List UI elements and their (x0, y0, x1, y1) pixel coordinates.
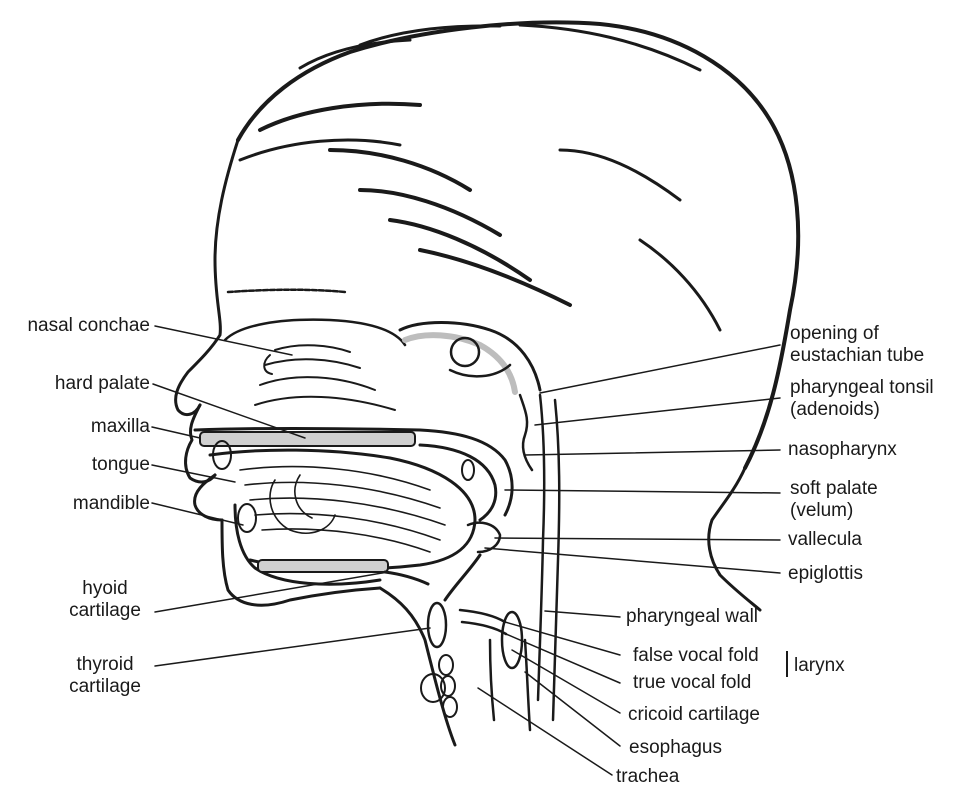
leader-eustachian (540, 345, 780, 393)
leader-true-vocal-fold (506, 634, 620, 683)
face-profile (176, 140, 238, 415)
hair-strand (300, 40, 410, 68)
larynx-bracket (786, 651, 788, 677)
leader-maxilla (152, 427, 200, 438)
label-vallecula: vallecula (788, 529, 862, 551)
tongue-fiber (255, 514, 440, 540)
label-larynx: larynx (794, 655, 845, 677)
label-thyroid-cartilage: thyroid cartilage (50, 654, 160, 698)
hair-strand (640, 240, 720, 330)
label-pharyngeal-tonsil-line2: (adenoids) (790, 399, 934, 421)
leader-vallecula (495, 538, 780, 540)
label-hyoid-line1: hyoid (50, 578, 160, 600)
soft-palate (420, 445, 496, 520)
esophagus (525, 640, 530, 730)
tracheal-ring (439, 655, 453, 675)
label-thyroid-line1: thyroid (50, 654, 160, 676)
posterior-wall (553, 400, 559, 720)
nasal-concha-upper (275, 345, 350, 352)
label-pharyngeal-tonsil: pharyngeal tonsil (adenoids) (790, 377, 934, 421)
leader-mandible (152, 503, 243, 525)
label-nasopharynx: nasopharynx (788, 439, 897, 461)
label-cricoid-cartilage: cricoid cartilage (628, 704, 760, 726)
label-thyroid-line2: cartilage (50, 676, 160, 698)
tongue-swirl (295, 475, 312, 518)
lower-incisor (238, 504, 256, 532)
tracheal-ring (443, 697, 457, 717)
thyroid-cartilage (428, 603, 446, 647)
uvula (462, 460, 474, 480)
label-maxilla: maxilla (0, 416, 150, 438)
label-eustachian-tube: opening of eustachian tube (790, 323, 924, 367)
nasal-concha-middle (260, 377, 375, 390)
nasal-concha-lower (255, 397, 395, 410)
label-false-vocal-fold: false vocal fold (633, 645, 759, 667)
adenoid-tissue (520, 395, 532, 470)
label-hyoid-cartilage: hyoid cartilage (50, 578, 160, 622)
tongue-fiber (240, 467, 430, 490)
label-mandible: mandible (0, 493, 150, 515)
hair-strand (560, 150, 680, 200)
leader-soft-palate (505, 490, 780, 493)
tongue-fiber (262, 529, 430, 552)
label-eustachian-line1: opening of (790, 323, 924, 345)
true-vocal-fold (462, 622, 506, 634)
leader-nasal-conchae (155, 326, 292, 355)
hair-strand (330, 150, 470, 190)
label-soft-palate: soft palate (velum) (790, 478, 878, 522)
label-epiglottis: epiglottis (788, 563, 863, 585)
hair-strand (240, 140, 400, 160)
hyoid-bone (385, 572, 428, 584)
label-trachea: trachea (616, 766, 679, 788)
tongue-outline (210, 450, 475, 569)
label-hard-palate: hard palate (0, 373, 150, 395)
label-hyoid-line2: cartilage (50, 600, 160, 622)
label-eustachian-line2: eustachian tube (790, 345, 924, 367)
label-pharyngeal-wall: pharyngeal wall (626, 606, 758, 628)
nasal-concha-upper (265, 359, 360, 368)
eyebrow (228, 290, 345, 292)
false-vocal-fold (460, 610, 505, 622)
pharyngeal-wall (538, 395, 544, 700)
hair-strand (390, 220, 530, 280)
leader-epiglottis (485, 548, 780, 573)
leader-thyroid (155, 628, 430, 666)
leader-pharyngeal-tonsil (535, 398, 780, 425)
leader-esophagus (525, 672, 620, 746)
label-soft-palate-line1: soft palate (790, 478, 878, 500)
label-esophagus: esophagus (629, 737, 722, 759)
tongue-fiber (245, 482, 440, 508)
label-nasal-conchae: nasal conchae (0, 315, 150, 337)
nasal-cavity-outline (225, 320, 405, 345)
hair-strand (260, 104, 420, 130)
eustachian-ridge (450, 365, 510, 376)
trachea (490, 640, 494, 720)
label-soft-palate-line2: (velum) (790, 500, 878, 522)
label-true-vocal-fold: true vocal fold (633, 672, 751, 694)
label-pharyngeal-tonsil-line1: pharyngeal tonsil (790, 377, 934, 399)
mandible-shading (258, 560, 388, 572)
leader-nasopharynx (525, 450, 780, 455)
sphenoid-shade (405, 335, 515, 392)
sphenoid-outline (400, 323, 540, 391)
tongue-swirl (270, 480, 335, 533)
epiglottis (445, 555, 480, 600)
hair-strand (520, 25, 700, 70)
skull-outline (238, 22, 798, 468)
leader-trachea (478, 688, 612, 775)
maxilla-shading (200, 432, 415, 446)
label-tongue: tongue (0, 454, 150, 476)
